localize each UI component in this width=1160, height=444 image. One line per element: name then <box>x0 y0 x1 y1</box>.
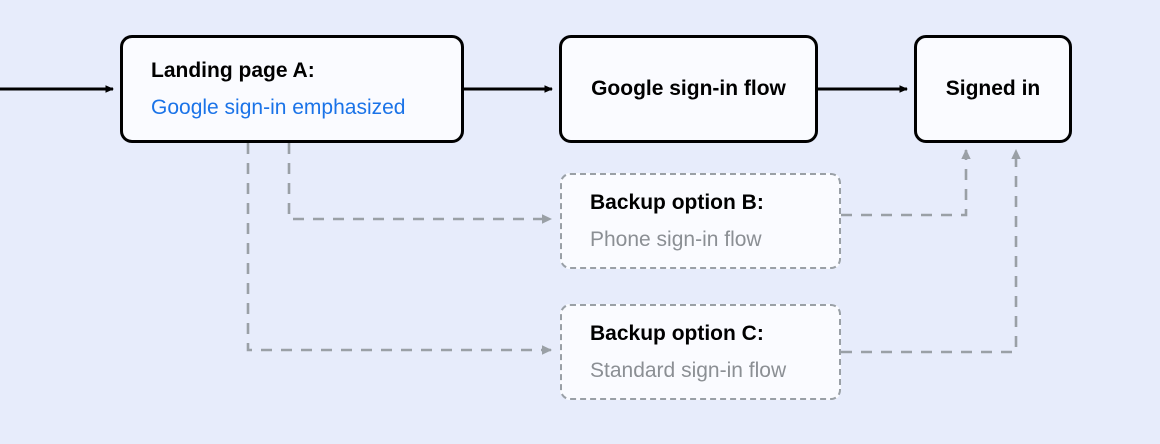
node-backup-option-b-subtitle: Phone sign-in flow <box>590 227 762 251</box>
node-landing-page-a-title: Landing page A: <box>151 59 315 83</box>
node-google-sign-in-flow[interactable]: Google sign-in flow <box>559 35 818 143</box>
node-google-sign-in-flow-label: Google sign-in flow <box>591 77 786 100</box>
edge-landing-to-backup-b <box>287 143 552 224</box>
node-backup-option-b[interactable]: Backup option B: Phone sign-in flow <box>560 173 841 269</box>
node-landing-page-a-subtitle: Google sign-in emphasized <box>151 95 406 119</box>
edge-backup-c-to-signedin <box>841 149 1021 354</box>
node-backup-option-c[interactable]: Backup option C: Standard sign-in flow <box>560 304 841 400</box>
edge-landing-to-backup-c <box>246 143 552 355</box>
node-backup-option-c-title: Backup option C: <box>590 322 764 346</box>
node-backup-option-b-title: Backup option B: <box>590 191 764 215</box>
node-signed-in-label: Signed in <box>945 77 1041 100</box>
edge-backup-b-to-signedin <box>841 149 971 217</box>
node-landing-page-a[interactable]: Landing page A: Google sign-in emphasize… <box>120 35 464 143</box>
node-signed-in[interactable]: Signed in <box>914 35 1072 143</box>
node-backup-option-c-subtitle: Standard sign-in flow <box>590 358 787 382</box>
